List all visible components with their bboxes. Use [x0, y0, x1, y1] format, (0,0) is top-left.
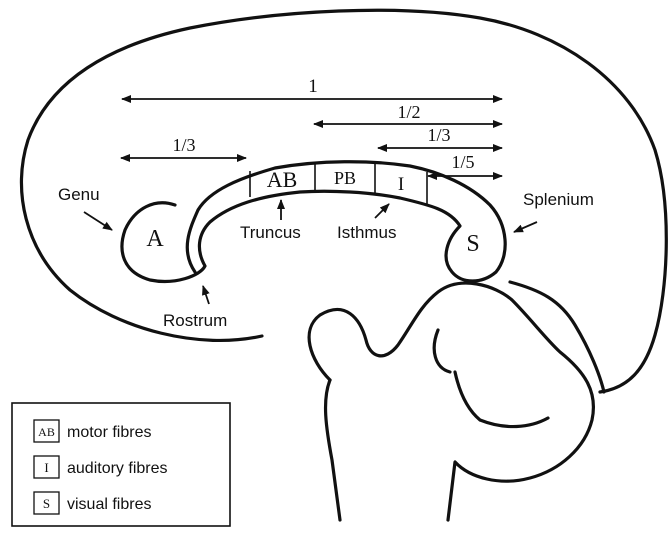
cerebellum-folds: [434, 330, 548, 427]
label-whole: 1: [308, 76, 318, 97]
region-s: S: [466, 231, 479, 257]
legend-code-ab: AB: [38, 425, 55, 439]
corpus-callosum: [122, 162, 505, 282]
legend-code-s: S: [43, 496, 50, 511]
brainstem-front: [326, 380, 340, 520]
arrow-genu: [84, 212, 112, 230]
region-pb: PB: [334, 168, 356, 188]
region-i: I: [398, 174, 404, 195]
label-splenium: Splenium: [523, 190, 594, 209]
label-isthmus: Isthmus: [337, 223, 397, 242]
arrow-isthmus: [375, 204, 389, 218]
label-fifth: 1/5: [451, 152, 474, 172]
label-rostrum: Rostrum: [163, 311, 227, 330]
region-a: A: [146, 226, 164, 252]
legend-text-auditory: auditory fibres: [67, 460, 168, 477]
label-truncus: Truncus: [240, 223, 301, 242]
label-genu: Genu: [58, 185, 100, 204]
legend: AB motor fibres I auditory fibres S visu…: [12, 403, 230, 526]
arrow-rostrum: [203, 286, 209, 304]
label-half: 1/2: [397, 102, 420, 122]
region-ab: AB: [267, 167, 298, 192]
brainstem-outline: [309, 283, 593, 520]
label-third-anterior: 1/3: [172, 135, 195, 155]
brain-outline-lower: [510, 282, 604, 392]
legend-code-i: I: [44, 460, 48, 475]
legend-text-motor: motor fibres: [67, 424, 151, 441]
arrow-splenium: [514, 222, 537, 232]
legend-text-visual: visual fibres: [67, 496, 151, 513]
label-third-posterior: 1/3: [427, 125, 450, 145]
